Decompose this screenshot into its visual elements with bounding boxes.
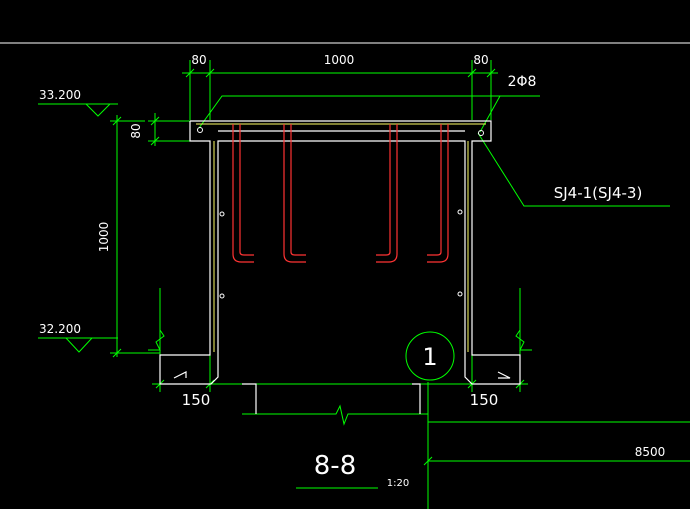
dim-right-80: 80 [473,53,488,67]
dim-height-1000: 1000 [97,222,111,253]
wall-rebar-lines [213,141,469,352]
ref-label: SJ4-1(SJ4-3) [554,184,643,202]
dim-left-150: 150 [182,391,211,409]
rebar-label: 2Φ8 [508,74,537,90]
dimension-lines [38,60,690,509]
scale-label: 1:20 [387,478,409,489]
rebar-hooks [232,124,449,263]
section-title: 8-8 [314,451,356,481]
dim-height-80: 80 [129,123,143,138]
elevation-top: 33.200 [39,88,81,102]
elevation-bottom: 32.200 [39,322,81,336]
axis-number: 1 [422,343,437,371]
dim-left-80: 80 [191,53,206,67]
concrete-outline [159,120,521,414]
rebar-dots [197,127,484,299]
dim-mid-1000: 1000 [324,53,355,67]
dim-8500: 8500 [635,445,666,459]
dim-right-150: 150 [470,391,499,409]
